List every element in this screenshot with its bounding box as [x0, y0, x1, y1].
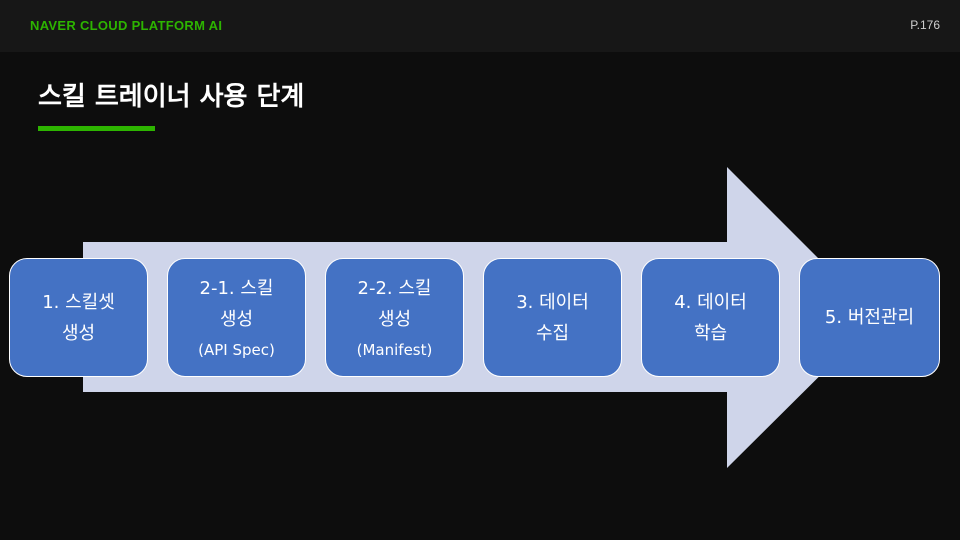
title-underline [38, 126, 155, 131]
step-box-4: 4. 데이터 학습 [641, 258, 780, 377]
step-2-1-line1: 2-1. 스킬 [199, 277, 274, 299]
step-box-2-1: 2-1. 스킬 생성 (API Spec) [167, 258, 306, 377]
header-bar: NAVER CLOUD PLATFORM AI P.176 [0, 0, 960, 52]
step-4-line1: 4. 데이터 [674, 291, 747, 313]
step-5-line1: 5. 버전관리 [824, 307, 915, 328]
step-2-1-sub: (API Spec) [198, 340, 275, 359]
step-1-line2: 생성 [61, 322, 96, 344]
step-box-5: 5. 버전관리 [799, 258, 940, 377]
page-number: P.176 [910, 18, 940, 32]
step-3-line2: 수집 [535, 322, 570, 344]
brand-label: NAVER CLOUD PLATFORM AI [30, 18, 223, 33]
step-box-1: 1. 스킬셋 생성 [9, 258, 148, 377]
step-3-line1: 3. 데이터 [516, 291, 589, 313]
step-box-3: 3. 데이터 수집 [483, 258, 622, 377]
step-2-2-line2: 생성 [377, 308, 412, 330]
step-4-line2: 학습 [693, 322, 728, 344]
process-arrow-shape [83, 167, 878, 468]
step-1-line1: 1. 스킬셋 [42, 291, 115, 313]
step-2-2-sub: (Manifest) [356, 340, 433, 359]
step-2-2-line1: 2-2. 스킬 [357, 277, 432, 299]
slide-title: 스킬 트레이너 사용 단계 [38, 82, 305, 112]
step-box-2-2: 2-2. 스킬 생성 (Manifest) [325, 258, 464, 377]
step-2-1-line2: 생성 [219, 308, 254, 330]
